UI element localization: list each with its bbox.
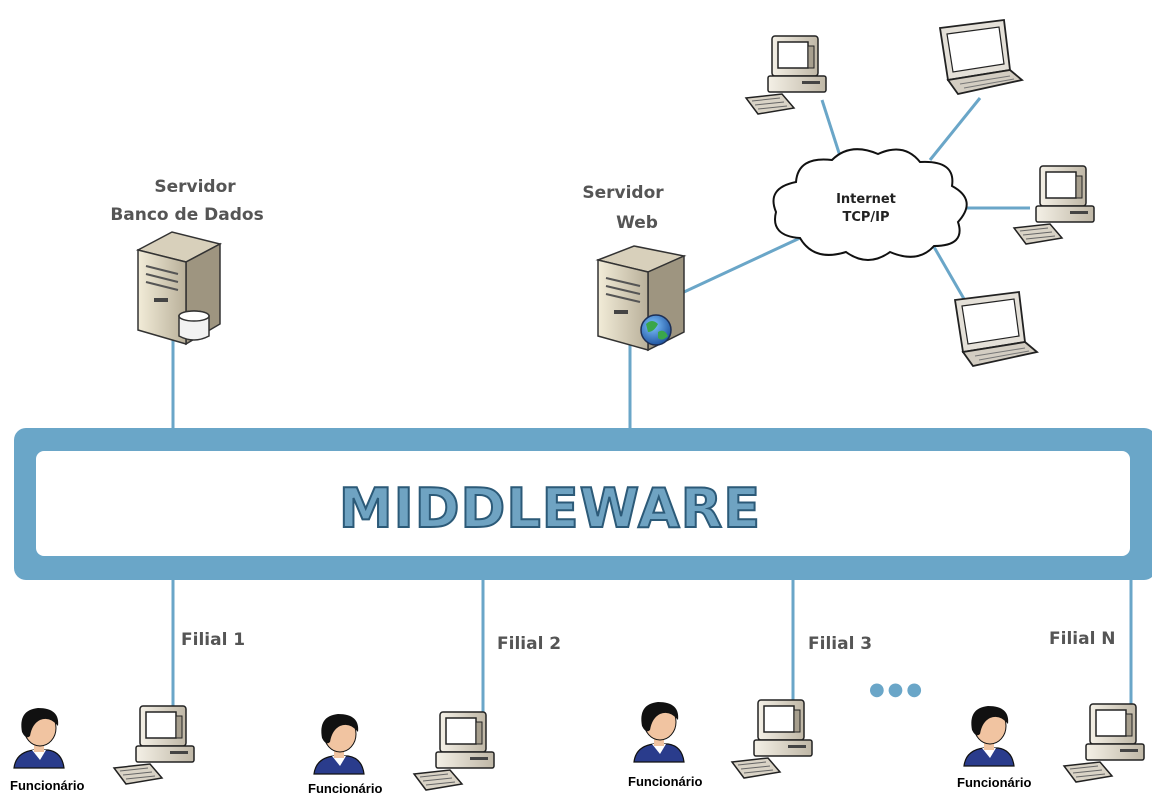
employee-2-label: Funcionário [308, 781, 382, 796]
more-branches-ellipsis: ●●● [869, 679, 925, 700]
cloud-client-link-1 [820, 99, 842, 157]
employee-3-icon [633, 701, 685, 763]
web-server-title: Servidor [582, 183, 664, 203]
cloud-title: Internet [836, 192, 896, 207]
database-server-subtitle: Banco de Dados [110, 205, 263, 225]
employee-1-label: Funcionário [10, 778, 84, 793]
cloud-client-link-2 [928, 97, 982, 161]
database-server-title: Servidor [154, 177, 236, 197]
branch-n-label: Filial N [1049, 629, 1116, 649]
middleware-bus: MIDDLEWARE [14, 428, 1152, 580]
web-server-icon [595, 245, 687, 352]
branch-1-computer-icon [113, 705, 195, 785]
internet-client-laptop-1-icon [939, 19, 1023, 95]
employee-n-label: Funcionário [957, 775, 1031, 790]
branch-3-computer-icon [731, 699, 813, 779]
cloud-subtitle: TCP/IP [842, 210, 889, 225]
internet-client-laptop-2-icon [954, 291, 1038, 367]
employee-1-icon [13, 707, 65, 769]
employee-3-label: Funcionário [628, 774, 702, 789]
web-server-subtitle: Web [616, 213, 658, 233]
employee-2-icon [313, 713, 365, 775]
internet-client-desktop-2-icon [1013, 165, 1095, 245]
branch-2-label: Filial 2 [497, 634, 561, 654]
employee-n-icon [963, 705, 1015, 767]
branch-n-computer-icon [1063, 703, 1145, 783]
internet-client-desktop-1-icon [745, 35, 827, 115]
web-cloud-link [683, 236, 801, 294]
cloud-icon [772, 148, 968, 261]
branch-1-label: Filial 1 [181, 630, 245, 650]
branch-2-computer-icon [413, 711, 495, 791]
branch-3-label: Filial 3 [808, 634, 872, 654]
database-server-icon [135, 231, 223, 346]
middleware-label: MIDDLEWARE [339, 477, 761, 540]
